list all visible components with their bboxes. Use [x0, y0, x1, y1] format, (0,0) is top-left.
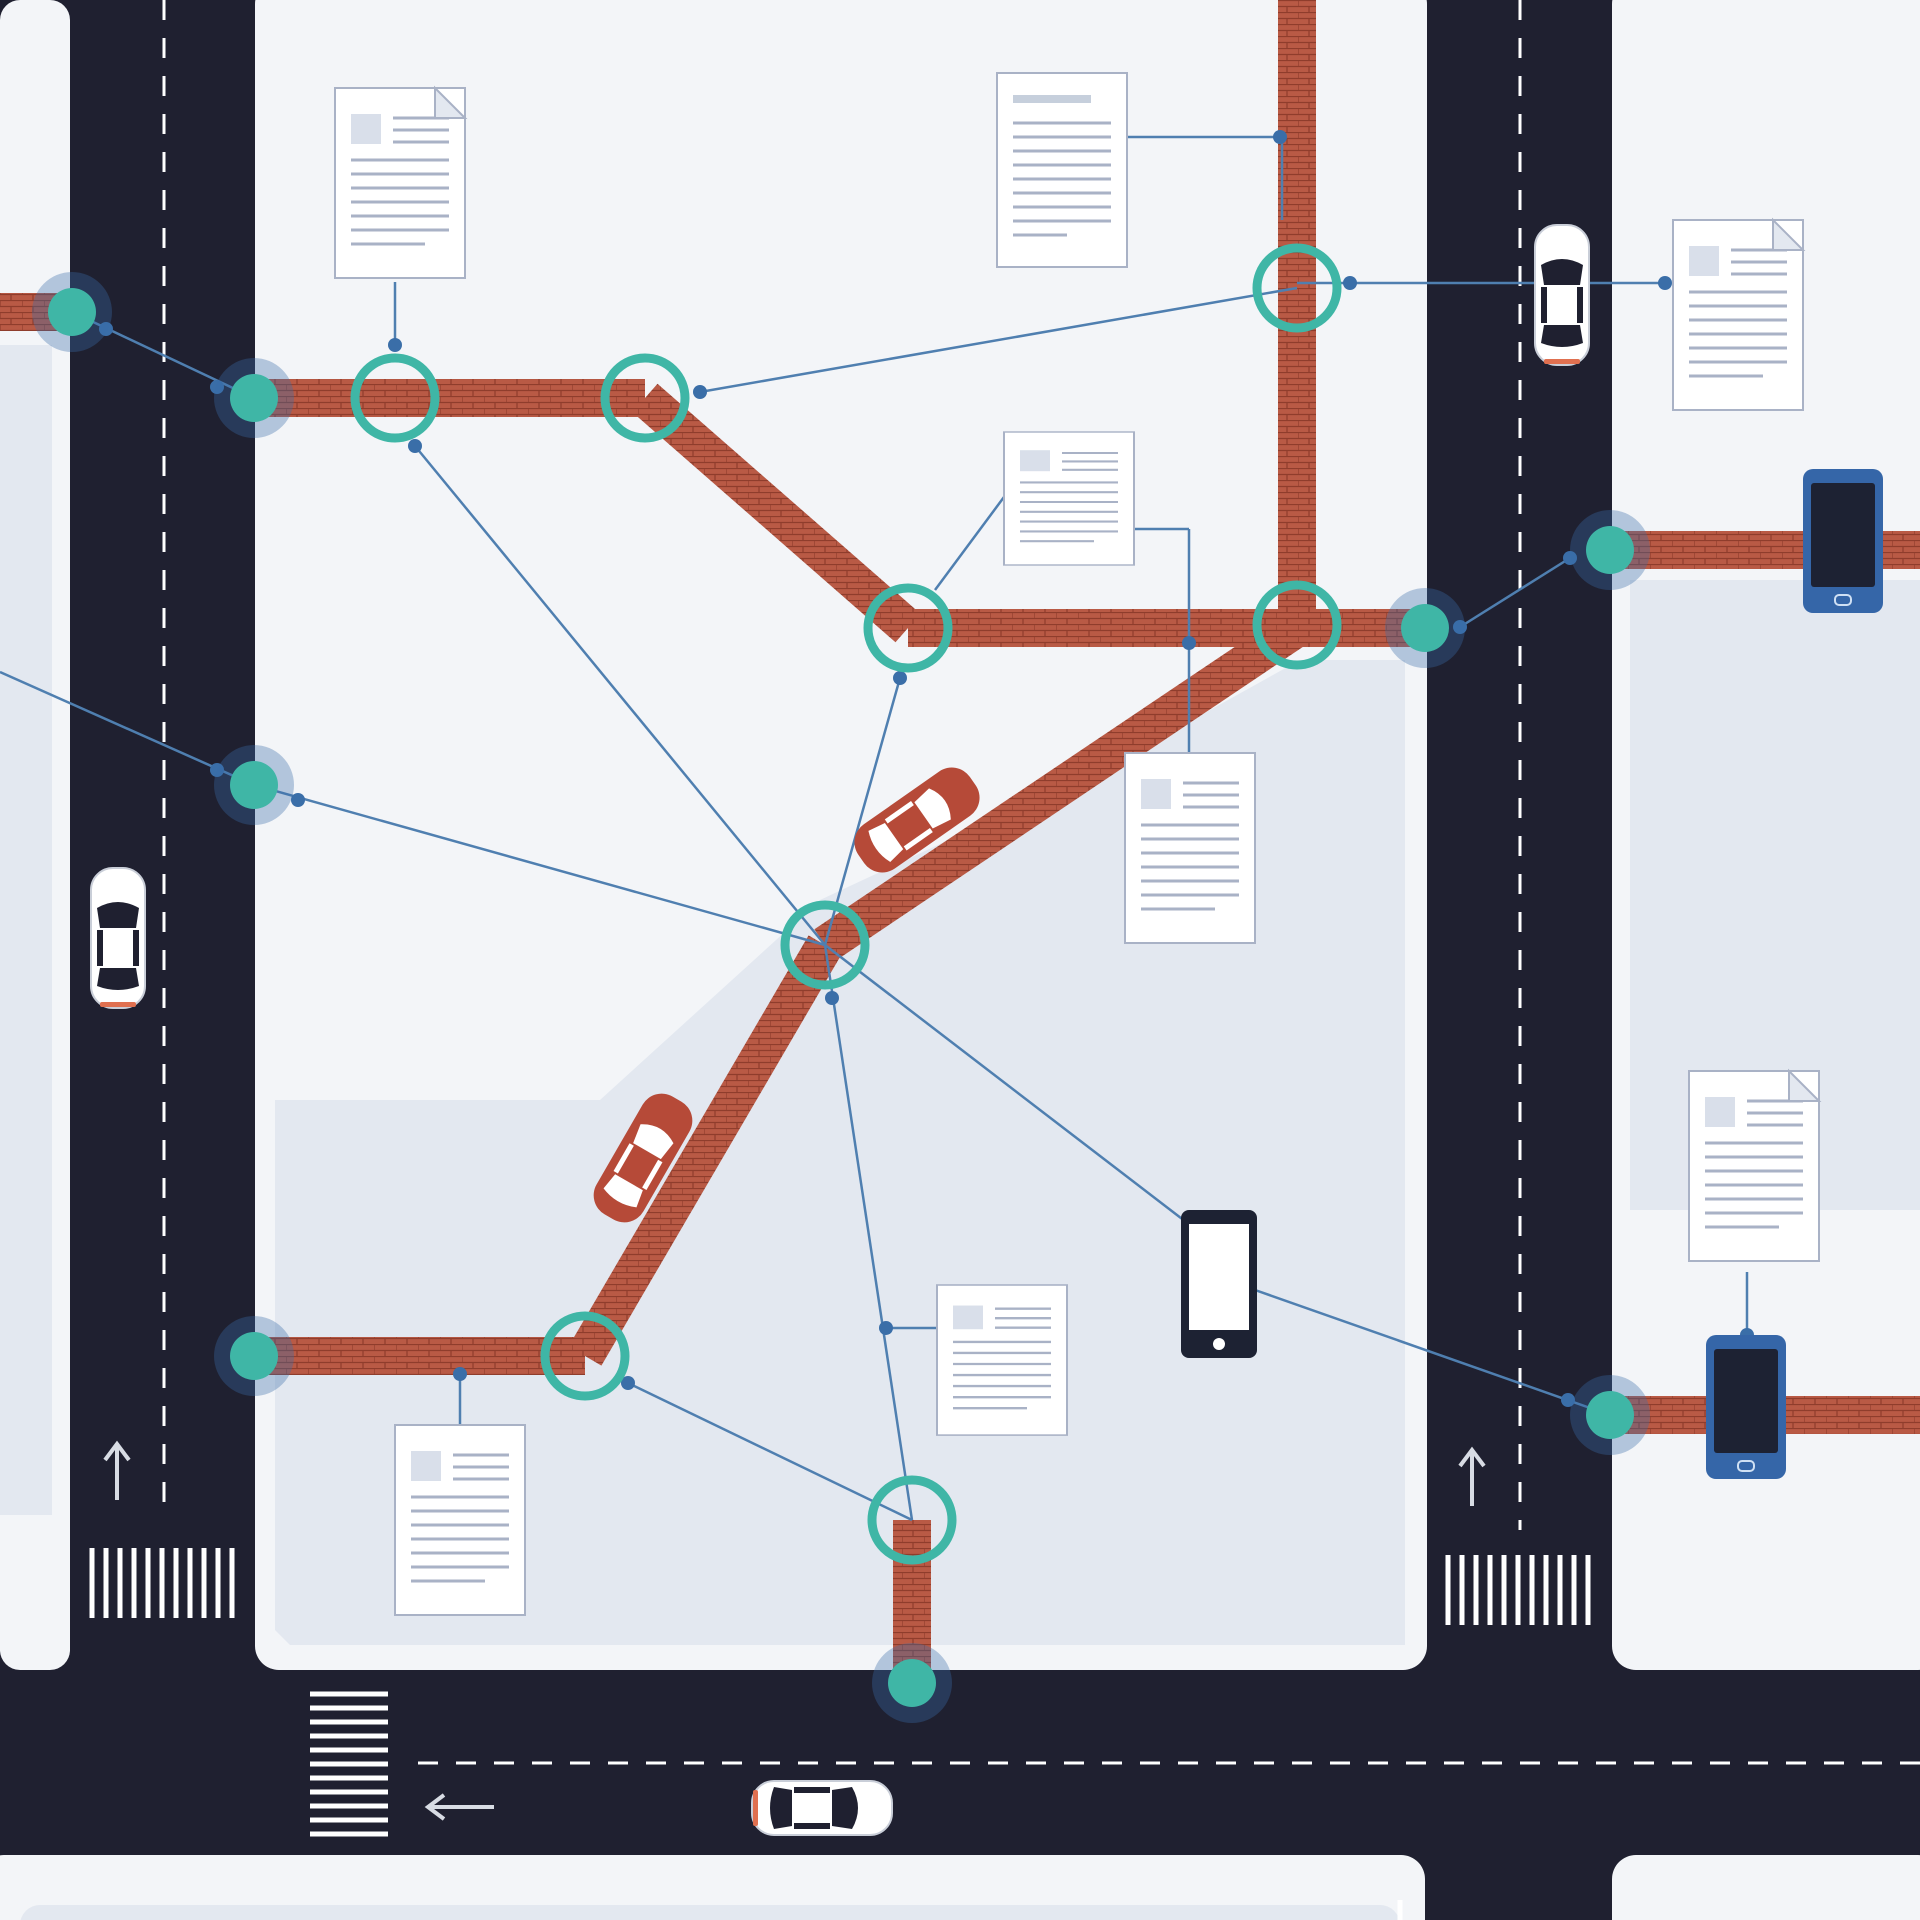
- road-node: [32, 272, 112, 352]
- white-car-icon: [751, 1780, 893, 1836]
- road-node: [214, 1316, 294, 1396]
- brick-path: [632, 383, 921, 643]
- white-car-icon: [90, 867, 146, 1009]
- document-icon: [1123, 751, 1257, 945]
- hub-node: [350, 353, 440, 443]
- connector-dots: [99, 130, 1754, 1407]
- road-markings: [89, 0, 1920, 1920]
- hub-node: [780, 900, 870, 990]
- road-node: [1570, 1375, 1650, 1455]
- road-node: [214, 358, 294, 438]
- right-crosswalk: [1445, 1555, 1591, 1625]
- dark-phone-icon: [1181, 1210, 1257, 1358]
- road-node: [1385, 588, 1465, 668]
- hub-node: [600, 353, 690, 443]
- hub-node: [867, 1475, 957, 1565]
- road-node: [214, 745, 294, 825]
- hub-nodes: [350, 243, 1342, 1565]
- hub-node: [1252, 243, 1342, 333]
- document-icon: [1002, 430, 1136, 567]
- blue-phone-icon: [1705, 1334, 1787, 1480]
- brick-path: [568, 935, 842, 1366]
- road-node: [1570, 510, 1650, 590]
- white-car-icon: [1534, 224, 1590, 366]
- hub-node: [1252, 580, 1342, 670]
- left-arrow-icon: [424, 1793, 494, 1821]
- left-crosswalk: [89, 1548, 235, 1618]
- hub-node: [863, 583, 953, 673]
- brick-path: [814, 612, 1308, 961]
- road-nodes: [32, 272, 1650, 1723]
- document-icon: [935, 1283, 1069, 1437]
- document-icon: [393, 1423, 527, 1617]
- up-arrow-icon: [1458, 1446, 1486, 1506]
- blue-phone-icon: [1802, 468, 1884, 614]
- document-icon: [996, 72, 1128, 268]
- up-arrow-icon: [103, 1440, 131, 1500]
- road-node: [872, 1643, 952, 1723]
- document-icon: [333, 85, 468, 280]
- document-icon: [1687, 1068, 1822, 1263]
- hub-node: [540, 1311, 630, 1401]
- document-icon: [1671, 217, 1806, 412]
- bottom-crosswalk: [310, 1691, 388, 1837]
